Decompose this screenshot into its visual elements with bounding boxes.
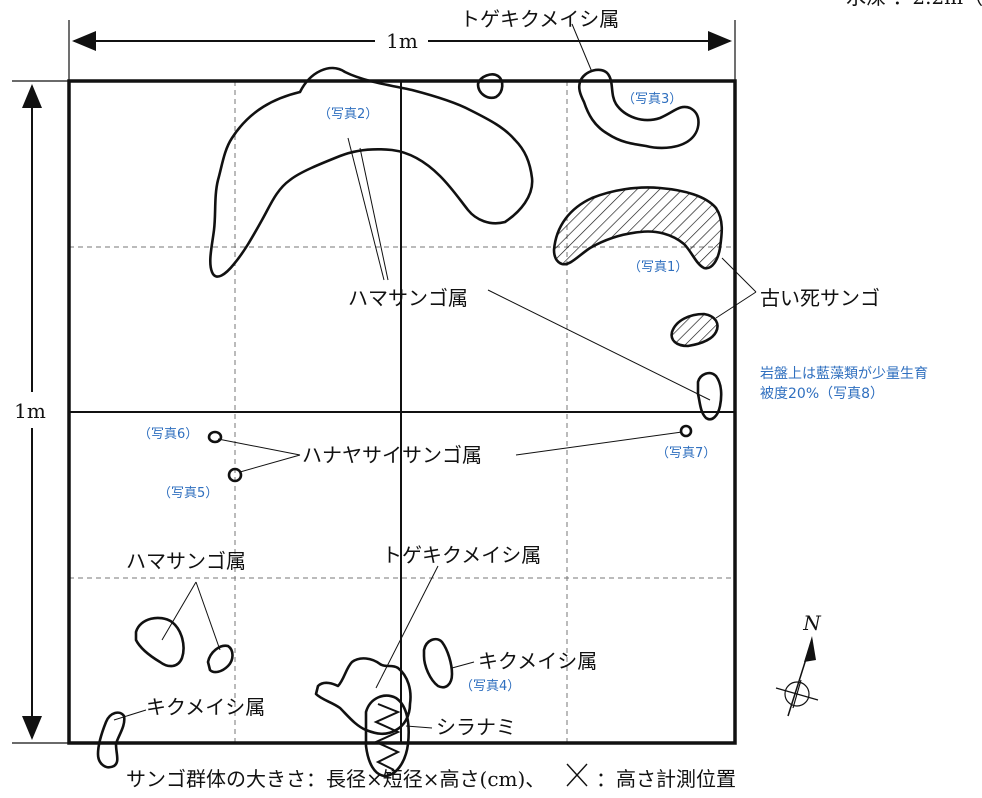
scale-y-label: 1m bbox=[14, 399, 46, 423]
photo-ref-6: （写真6） bbox=[138, 427, 198, 442]
porites-colony-large bbox=[209, 66, 534, 278]
old-dead-coral-small bbox=[670, 312, 719, 348]
photo-ref-5: （写真5） bbox=[158, 486, 218, 501]
photo-ref-2: （写真2） bbox=[318, 107, 378, 122]
photo-ref-7: （写真7） bbox=[656, 446, 716, 461]
old-dead-coral-large bbox=[552, 186, 724, 270]
label-kikumeishi-right: キクメイシ属 bbox=[478, 649, 597, 673]
rock-note-line1: 岩盤上は藍藻類が少量生育 bbox=[760, 366, 928, 382]
footer-height-legend: ：高さ計測位置 bbox=[596, 767, 736, 791]
togekiku-colony-top bbox=[476, 73, 504, 100]
photo-ref-4: （写真4） bbox=[460, 679, 520, 694]
label-togekiku-bottom: トゲキクメイシ属 bbox=[382, 543, 541, 567]
photo-ref-3: （写真3） bbox=[622, 92, 682, 107]
label-old-dead-coral: 古い死サンゴ bbox=[760, 286, 880, 310]
pocillopora-colony-7 bbox=[679, 424, 693, 438]
horizontal-scale: 1m bbox=[68, 20, 736, 80]
pocillopora-colony-5 bbox=[227, 467, 243, 483]
shiranami-clam bbox=[364, 694, 410, 778]
label-togekiku-top: トゲキクメイシ属 bbox=[460, 7, 619, 31]
label-kikumeishi-left: キクメイシ属 bbox=[146, 695, 265, 719]
kikumeishi-colony-left bbox=[96, 711, 126, 769]
leader-lines bbox=[113, 23, 757, 729]
colonies bbox=[96, 66, 724, 778]
rock-note-line2: 被度20%（写真8） bbox=[760, 386, 884, 402]
pocillopora-colony-6 bbox=[207, 430, 223, 444]
label-hamasango-top: ハマサンゴ属 bbox=[348, 286, 468, 310]
porites-colony-bottom-left-a bbox=[134, 616, 185, 668]
vertical-scale: 1m bbox=[12, 80, 69, 744]
label-shiranami: シラナミ bbox=[436, 715, 516, 739]
porites-colony-right bbox=[696, 371, 723, 421]
photo-ref-1: （写真1） bbox=[628, 260, 688, 275]
scale-x-label: 1m bbox=[386, 29, 418, 53]
north-label: N bbox=[802, 611, 822, 635]
togekiku-colony-bottom bbox=[314, 657, 412, 736]
colony-photo3 bbox=[577, 68, 700, 150]
north-arrow: N bbox=[775, 611, 822, 717]
depth-note: 水深 ：2.2m（D.L.） bbox=[846, 0, 982, 9]
label-hanayasai: ハナヤサイサンゴ属 bbox=[302, 443, 482, 467]
height-marker-icon bbox=[566, 763, 588, 787]
porites-colony-bottom-left-b bbox=[206, 644, 234, 674]
label-hamasango-bottom: ハマサンゴ属 bbox=[126, 549, 246, 573]
kikumeishi-colony-right bbox=[422, 637, 454, 689]
footer-size-note: サンゴ群体の大きさ：長径×短径×高さ(cm)、 bbox=[126, 767, 545, 791]
quadrat-grid bbox=[67, 79, 737, 745]
